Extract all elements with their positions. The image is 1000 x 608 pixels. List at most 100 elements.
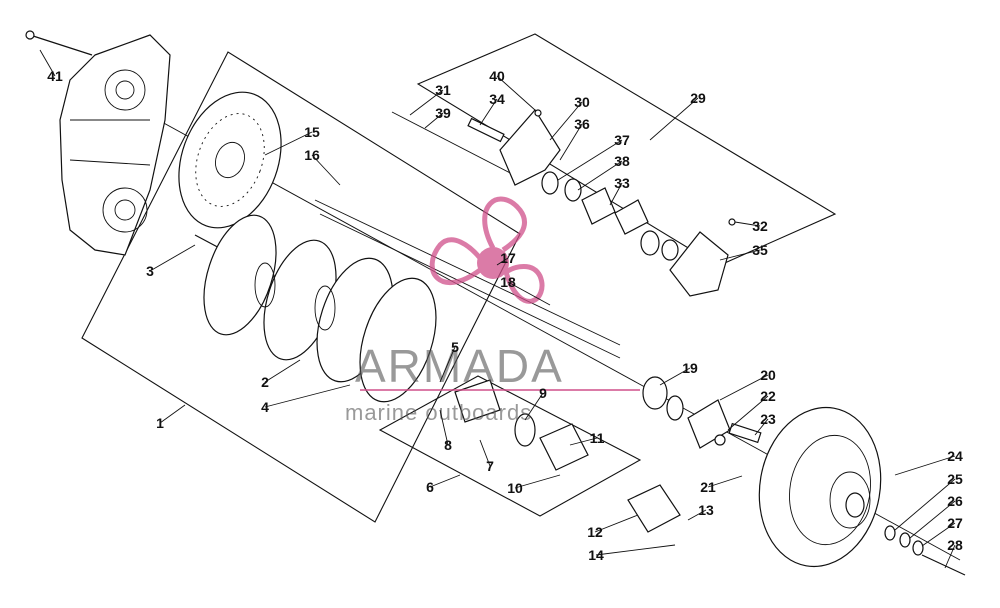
caliper-35 — [669, 231, 729, 297]
washer-25 — [884, 525, 896, 541]
leader-4 — [264, 384, 351, 408]
leader-30 — [549, 101, 583, 141]
leader-16 — [311, 154, 341, 186]
leader-14 — [595, 544, 676, 556]
callout-30: 30 — [574, 94, 590, 110]
brake-disc — [178, 91, 282, 229]
callout-6: 6 — [426, 479, 434, 495]
callout-7: 7 — [486, 458, 494, 474]
leader-19 — [659, 367, 691, 386]
leader-15 — [264, 131, 313, 156]
callout-33: 33 — [614, 175, 630, 191]
callout-11: 11 — [590, 430, 605, 446]
leader-31 — [409, 89, 444, 116]
callout-34: 34 — [489, 91, 505, 107]
watermark-logo: ARMADA marine outboards — [345, 196, 640, 425]
leader-41 — [39, 49, 56, 77]
bleeder-32 — [728, 218, 736, 226]
callout-22: 22 — [760, 388, 776, 404]
leader-6 — [429, 474, 461, 488]
housing-bolt — [29, 34, 93, 56]
callout-31: 31 — [435, 82, 451, 98]
leader-25 — [894, 478, 956, 531]
callout-29: 29 — [690, 90, 706, 106]
leader-11 — [569, 437, 598, 446]
brake-caliper — [467, 108, 736, 297]
leader-24 — [894, 455, 956, 476]
spacer-23 — [728, 422, 762, 444]
leader-10 — [514, 474, 561, 489]
callout-36: 36 — [574, 116, 590, 132]
callout-35: 35 — [752, 242, 768, 258]
seal-37 — [541, 171, 559, 195]
callout-5: 5 — [451, 339, 459, 355]
leader-28 — [944, 544, 956, 569]
callout-4: 4 — [261, 399, 269, 415]
callout-25: 25 — [947, 471, 963, 487]
caliper-30 — [499, 108, 561, 186]
logo-hub-icon — [477, 247, 509, 279]
callout-15: 15 — [304, 124, 320, 140]
washer-27 — [912, 540, 924, 556]
callout-41: 41 — [47, 68, 63, 84]
leader-2 — [264, 359, 301, 383]
callout-1: 1 — [156, 415, 164, 431]
bearing-flanges — [454, 376, 762, 533]
leader-21 — [707, 475, 743, 488]
pad-33b — [614, 199, 649, 235]
logo-blade-icon — [482, 196, 527, 253]
leader-lines — [39, 49, 956, 569]
leader-7 — [479, 439, 491, 467]
callout-13: 13 — [698, 502, 714, 518]
callout-9: 9 — [539, 385, 547, 401]
callout-40: 40 — [489, 68, 505, 84]
callout-38: 38 — [614, 153, 630, 169]
callout-37: 37 — [614, 132, 630, 148]
leader-12 — [594, 514, 639, 533]
leader-33 — [609, 182, 623, 206]
leader-36 — [559, 123, 583, 161]
clutch-bolt-28 — [921, 554, 966, 576]
leader-32 — [734, 221, 761, 227]
driveshaft-line — [314, 199, 621, 346]
leader-34 — [479, 98, 498, 126]
callout-39: 39 — [435, 105, 451, 121]
callout-27: 27 — [947, 515, 963, 531]
watermark-brand: ARMADA — [355, 340, 564, 392]
washer-22 — [714, 434, 726, 446]
callout-17: 17 — [500, 250, 516, 266]
chaincase-housing — [25, 30, 171, 256]
leader-5 — [439, 346, 456, 383]
driveshaft-line-2 — [319, 213, 621, 359]
driven-clutch — [758, 406, 966, 576]
bleeder-40 — [534, 109, 542, 117]
leader-27 — [921, 522, 956, 547]
track-sprockets — [194, 214, 437, 403]
leader-35 — [719, 249, 761, 261]
pad-33 — [581, 187, 616, 225]
bearing-19 — [642, 376, 668, 410]
callout-18: 18 — [500, 274, 516, 290]
callout-12: 12 — [587, 524, 603, 540]
callout-32: 32 — [752, 218, 768, 234]
frame-bearing-group — [378, 375, 642, 517]
callout-23: 23 — [760, 411, 776, 427]
leader-17 — [496, 257, 509, 266]
leader-1 — [159, 404, 186, 424]
callout-14: 14 — [588, 547, 604, 563]
leader-29 — [649, 97, 699, 141]
callout-8: 8 — [444, 437, 452, 453]
leader-18 — [507, 281, 551, 306]
housing-12 — [627, 484, 681, 533]
leader-23 — [754, 418, 769, 436]
callout-2: 2 — [261, 374, 269, 390]
watermark-tagline: marine outboards — [345, 400, 532, 425]
leader-26 — [909, 500, 956, 539]
callout-26: 26 — [947, 493, 963, 509]
pin-34 — [467, 117, 505, 143]
callout-16: 16 — [304, 147, 320, 163]
callout-3: 3 — [146, 263, 154, 279]
